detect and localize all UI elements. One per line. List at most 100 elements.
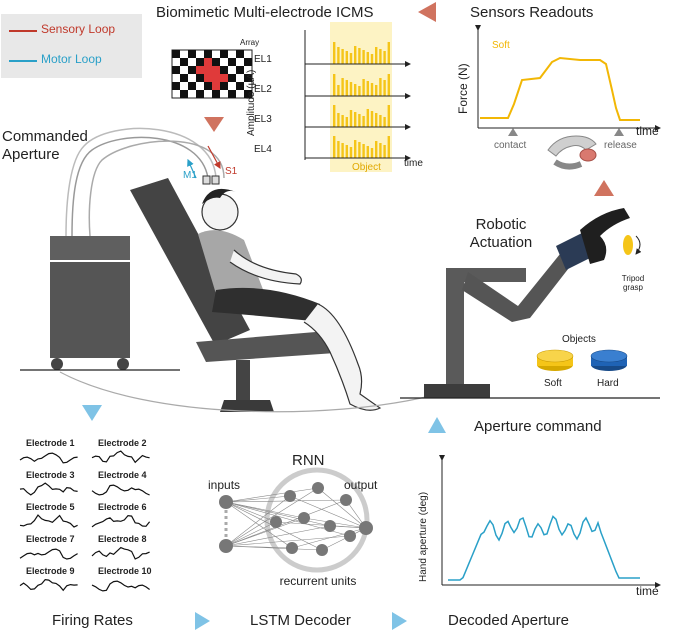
stim-bar bbox=[345, 51, 348, 64]
stim-bar bbox=[354, 112, 357, 127]
array-cell bbox=[180, 90, 188, 98]
sensory-legend-label: Sensory Loop bbox=[41, 22, 116, 36]
objects-title: Objects bbox=[562, 334, 596, 345]
stim-bar bbox=[375, 85, 378, 96]
sensors-title: Sensors Readouts bbox=[470, 4, 594, 21]
el1-label: EL1 bbox=[254, 54, 272, 65]
sensory-legend-swatch bbox=[9, 30, 37, 32]
array-label: Array bbox=[240, 38, 260, 47]
stim-bar bbox=[379, 78, 382, 96]
stim-bar bbox=[370, 54, 374, 64]
commanded-aperture-label: Commanded Aperture bbox=[2, 128, 88, 163]
stim-bar bbox=[387, 42, 390, 64]
array-cell-active bbox=[204, 58, 212, 66]
stim-xlabel: time bbox=[404, 158, 423, 169]
array-cell-active bbox=[212, 66, 220, 74]
stim-bar bbox=[354, 84, 357, 96]
stim-bar bbox=[345, 145, 348, 158]
electrode-label-3: Electrode 3 bbox=[26, 470, 75, 480]
array-cell-active bbox=[220, 74, 228, 82]
rnn-hidden-node bbox=[316, 544, 328, 556]
electrode-label-6: Electrode 6 bbox=[98, 502, 147, 512]
array-cell bbox=[188, 50, 196, 58]
tripod-grasp-label: Tripod grasp bbox=[621, 274, 645, 292]
electrode-label-9: Electrode 9 bbox=[26, 566, 75, 576]
stim-bar bbox=[337, 47, 340, 64]
array-cell-active bbox=[212, 82, 220, 90]
rnn-hidden-node bbox=[286, 542, 298, 554]
rnn-hidden-node bbox=[344, 530, 356, 542]
array-cell-active bbox=[204, 66, 212, 74]
stim-bar bbox=[362, 50, 365, 64]
electrode-label-2: Electrode 2 bbox=[98, 438, 147, 448]
icms-title: Biomimetic Multi-electrode ICMS bbox=[156, 4, 374, 21]
force-series-line bbox=[480, 56, 640, 121]
stim-bar bbox=[358, 142, 361, 158]
array-cell bbox=[228, 90, 236, 98]
decoded-aperture-plot bbox=[439, 455, 661, 588]
array-cell bbox=[220, 82, 228, 90]
stim-bar bbox=[383, 51, 386, 64]
array-cell bbox=[228, 58, 236, 66]
rnn-hidden-node bbox=[284, 490, 296, 502]
contact-label: contact bbox=[494, 140, 527, 151]
soft-object-label: Soft bbox=[544, 378, 562, 389]
stim-bar bbox=[337, 85, 340, 96]
rnn-output-node bbox=[359, 521, 373, 535]
electrode-array-grid bbox=[171, 49, 253, 99]
robotic-actuation-label: Robotic Actuation bbox=[469, 216, 533, 251]
array-cell bbox=[172, 66, 180, 74]
motor-legend-label: Motor Loop bbox=[41, 52, 102, 66]
array-cell bbox=[236, 50, 244, 58]
sensory-arrow bbox=[207, 145, 221, 170]
array-cell bbox=[212, 90, 220, 98]
decoded-ylabel: Hand aperture (deg) bbox=[418, 491, 429, 582]
array-cell bbox=[188, 82, 196, 90]
rnn-input-node bbox=[219, 539, 233, 553]
firing-rates-caption: Firing Rates bbox=[52, 612, 133, 629]
rnn-hidden-node bbox=[324, 520, 336, 532]
stim-bar bbox=[341, 78, 344, 96]
stim-bar bbox=[387, 74, 390, 96]
stim-bar bbox=[354, 140, 357, 158]
objects-group bbox=[536, 349, 628, 371]
stim-bar bbox=[379, 143, 382, 158]
stim-bar bbox=[358, 114, 361, 127]
chair-and-subject bbox=[130, 175, 382, 412]
legend-box: Sensory Loop Motor Loop bbox=[1, 14, 142, 78]
el4-label: EL4 bbox=[254, 144, 272, 155]
stim-bar bbox=[379, 49, 382, 64]
array-cell-active bbox=[212, 74, 220, 82]
rnn-hidden-node bbox=[270, 516, 282, 528]
electrode-label-8: Electrode 8 bbox=[98, 534, 147, 544]
s1-label: S1 bbox=[225, 166, 238, 177]
decoded-xlabel: time bbox=[636, 584, 659, 598]
decoded-aperture-caption: Decoded Aperture bbox=[448, 612, 569, 629]
array-cell bbox=[188, 66, 196, 74]
array-cell bbox=[244, 90, 252, 98]
stim-bar bbox=[366, 146, 369, 158]
motor-arrow bbox=[187, 158, 197, 179]
rnn-diagram bbox=[219, 467, 373, 573]
arrow-up-blue bbox=[428, 417, 446, 433]
stim-bar bbox=[379, 115, 382, 127]
array-cell-active bbox=[196, 66, 204, 74]
stim-bar bbox=[345, 80, 348, 96]
rnn-title: RNN bbox=[292, 452, 325, 469]
stim-bar bbox=[370, 83, 374, 96]
array-cell bbox=[204, 50, 212, 58]
stim-bar bbox=[358, 86, 361, 96]
array-cell-active bbox=[204, 74, 212, 82]
electrode-label-1: Electrode 1 bbox=[26, 438, 75, 448]
array-cell bbox=[236, 66, 244, 74]
stim-bar bbox=[366, 109, 369, 127]
cable-1 bbox=[71, 136, 209, 237]
array-cell bbox=[220, 66, 228, 74]
hard-object-label: Hard bbox=[597, 378, 619, 389]
arrow-down-blue bbox=[82, 405, 102, 421]
array-cell bbox=[172, 50, 180, 58]
stim-bar bbox=[383, 145, 386, 158]
stim-bar bbox=[337, 113, 340, 127]
array-cell bbox=[236, 82, 244, 90]
stim-bar bbox=[333, 105, 336, 127]
